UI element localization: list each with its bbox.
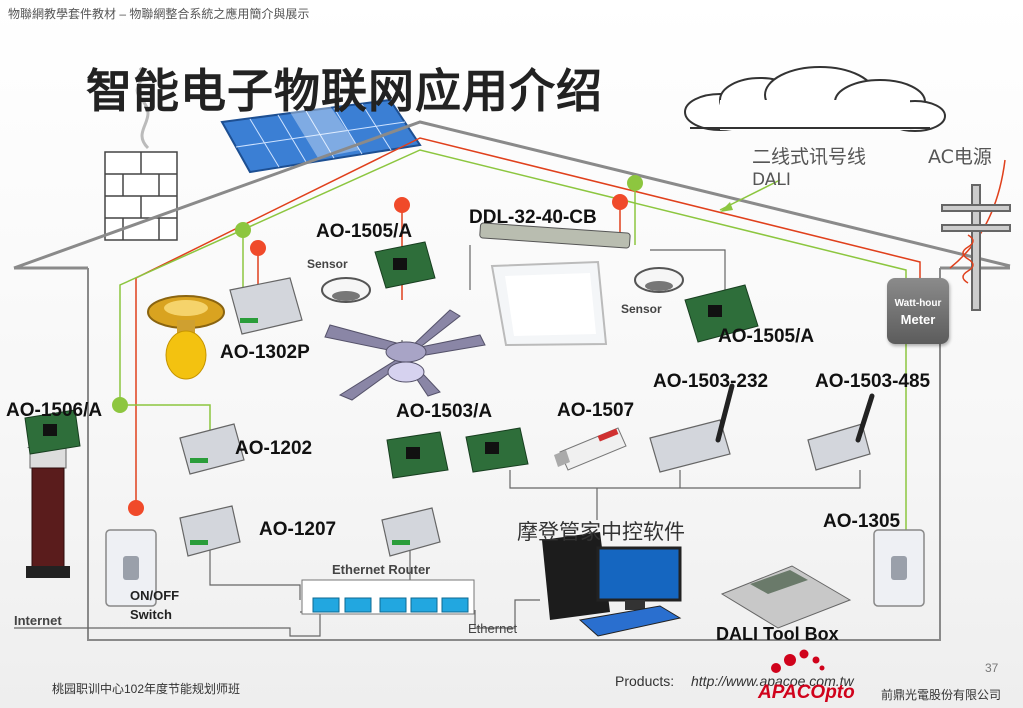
meter-label-line1: Watt-hour (894, 298, 942, 309)
ao-1507-label: AO-1507 (557, 400, 635, 421)
chimney-icon (104, 67, 178, 241)
computer-icon (542, 532, 682, 637)
ao-1202-label: AO-1202 (235, 438, 313, 459)
dali-label: DALI (752, 170, 791, 190)
sensor-icon (321, 267, 684, 303)
ao-1305-label: AO-1305 (823, 511, 901, 532)
footer-course: 桃园职训中心102年度节能规划师班 (52, 682, 241, 696)
ac-node (128, 194, 628, 516)
internet-label: Internet (14, 613, 62, 628)
ao-1503-485-label: AO-1503-485 (815, 371, 931, 392)
page-number: 37 (985, 661, 999, 675)
dali-toolbox-icon (720, 565, 852, 629)
light-bulb-icon (147, 295, 225, 380)
software-label: 摩登管家中控软件 (517, 520, 685, 544)
router-icon (301, 579, 475, 615)
two-wire-label: 二线式讯号线 (752, 146, 867, 168)
house-walls (87, 268, 941, 641)
slide-header: 物聯網教學套件教材 – 物聯網整合系統之應用簡介與展示 (8, 7, 310, 21)
brand-logo-text: APACOpto (758, 682, 855, 703)
led-panel-icon (490, 260, 608, 347)
house-roof (13, 120, 1011, 270)
ao-1503a-label: AO-1503/A (396, 401, 493, 422)
footer-products-link[interactable]: http://www.apacoe.com.tw (691, 673, 854, 689)
footer-products-label: Products: (615, 673, 675, 689)
sensor-right-label: Sensor (621, 302, 662, 316)
ballast-icon (479, 222, 631, 249)
watt-hour-meter: Watt-hour Meter (887, 278, 949, 344)
ethernet-label: Ethernet (468, 621, 518, 636)
ceiling-fan-icon (324, 309, 486, 401)
ac-power-label: AC电源 (928, 146, 992, 168)
dali-toolbox-label: DALI Tool Box (716, 624, 839, 644)
switch-label-line1: ON/OFF (130, 588, 180, 603)
usb-dongle-icon (554, 427, 627, 471)
solar-panel-icon (220, 98, 422, 174)
ao-1503-232-label: AO-1503-232 (653, 371, 769, 392)
ao-1505a-top-label: AO-1505/A (316, 221, 413, 242)
antenna-icon (715, 383, 875, 443)
ao-1302p-label: AO-1302P (220, 342, 310, 363)
sensor-left-label: Sensor (307, 257, 348, 271)
meter-label-line2: Meter (900, 312, 936, 327)
ao-1505a-right-label: AO-1505/A (718, 326, 815, 347)
ao-1506a-label: AO-1506/A (6, 400, 103, 421)
cloud-icon (684, 66, 946, 132)
company-name: 前鼎光電股份有限公司 (881, 688, 1002, 702)
ddl-label: DDL-32-40-CB (469, 207, 597, 228)
utility-pole-icon (941, 184, 1011, 311)
garden-lamp-icon (26, 436, 70, 578)
ao-1207-label: AO-1207 (259, 519, 337, 540)
slide-title: 智能电子物联网应用介绍 (86, 64, 603, 118)
ethernet-router-label: Ethernet Router (332, 562, 431, 577)
dali-node (112, 175, 643, 413)
apac-logo-dots (771, 649, 825, 673)
switch-label-line2: Switch (130, 607, 172, 622)
